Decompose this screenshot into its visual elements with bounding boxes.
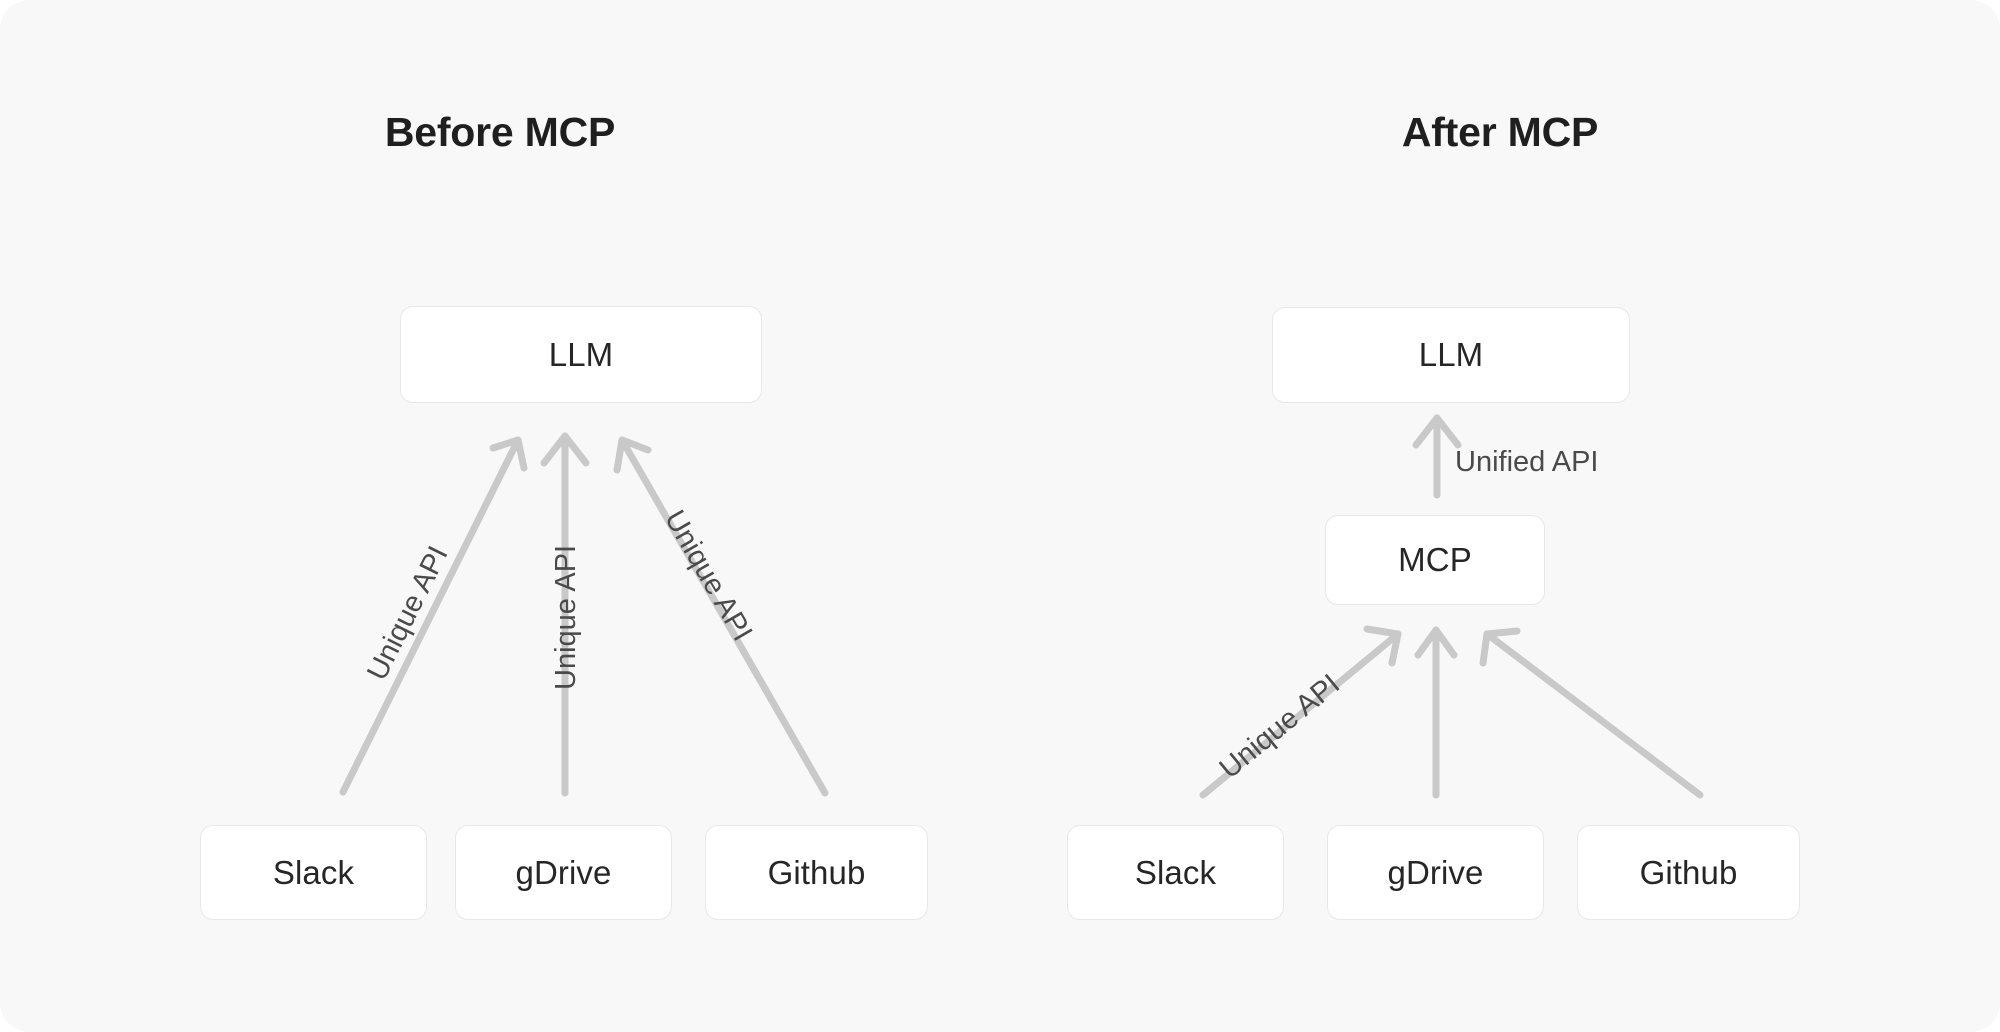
panel-title-after: After MCP [1401, 109, 1599, 155]
node-slack-before[interactable]: Slack [200, 825, 427, 920]
node-gdrive-after[interactable]: gDrive [1327, 825, 1544, 920]
edge-github-mcp [1483, 630, 1704, 799]
arrowhead-gdrive-llm [540, 432, 590, 467]
panel-before-mcp: Before MCP Unique API Unique API Unique … [200, 109, 928, 920]
node-llm-before[interactable]: LLM [400, 306, 762, 403]
edge-slack-llm [339, 436, 522, 796]
node-github-after[interactable]: Github [1577, 825, 1800, 920]
edge-label-gdrive-llm: Unique API [550, 544, 582, 690]
arrowhead-slack-llm [489, 436, 528, 472]
node-slack-after[interactable]: Slack [1067, 825, 1284, 920]
edge-label-slack-mcp: Unique API [1213, 668, 1347, 786]
panel-after-mcp: After MCP Unified API Unique API LLM MCP… [1000, 0, 2000, 1032]
arrowhead-slack-mcp [1363, 625, 1402, 667]
edge-label-slack-llm: Unique API [361, 541, 455, 686]
node-mcp[interactable]: MCP [1325, 515, 1545, 605]
arrowhead-gdrive-mcp [1414, 626, 1458, 659]
arrowhead-github-llm [613, 436, 652, 474]
edge-label-mcp-llm: Unified API [1455, 446, 1599, 478]
arrowhead-mcp-llm [1412, 414, 1462, 449]
node-github-before[interactable]: Github [705, 825, 928, 920]
arrowhead-github-mcp [1479, 627, 1521, 667]
panel-title-before: Before MCP [384, 109, 616, 155]
node-llm-after[interactable]: LLM [1272, 307, 1630, 403]
edge-label-github-llm: Unique API [658, 505, 759, 647]
node-gdrive-before[interactable]: gDrive [455, 825, 672, 920]
